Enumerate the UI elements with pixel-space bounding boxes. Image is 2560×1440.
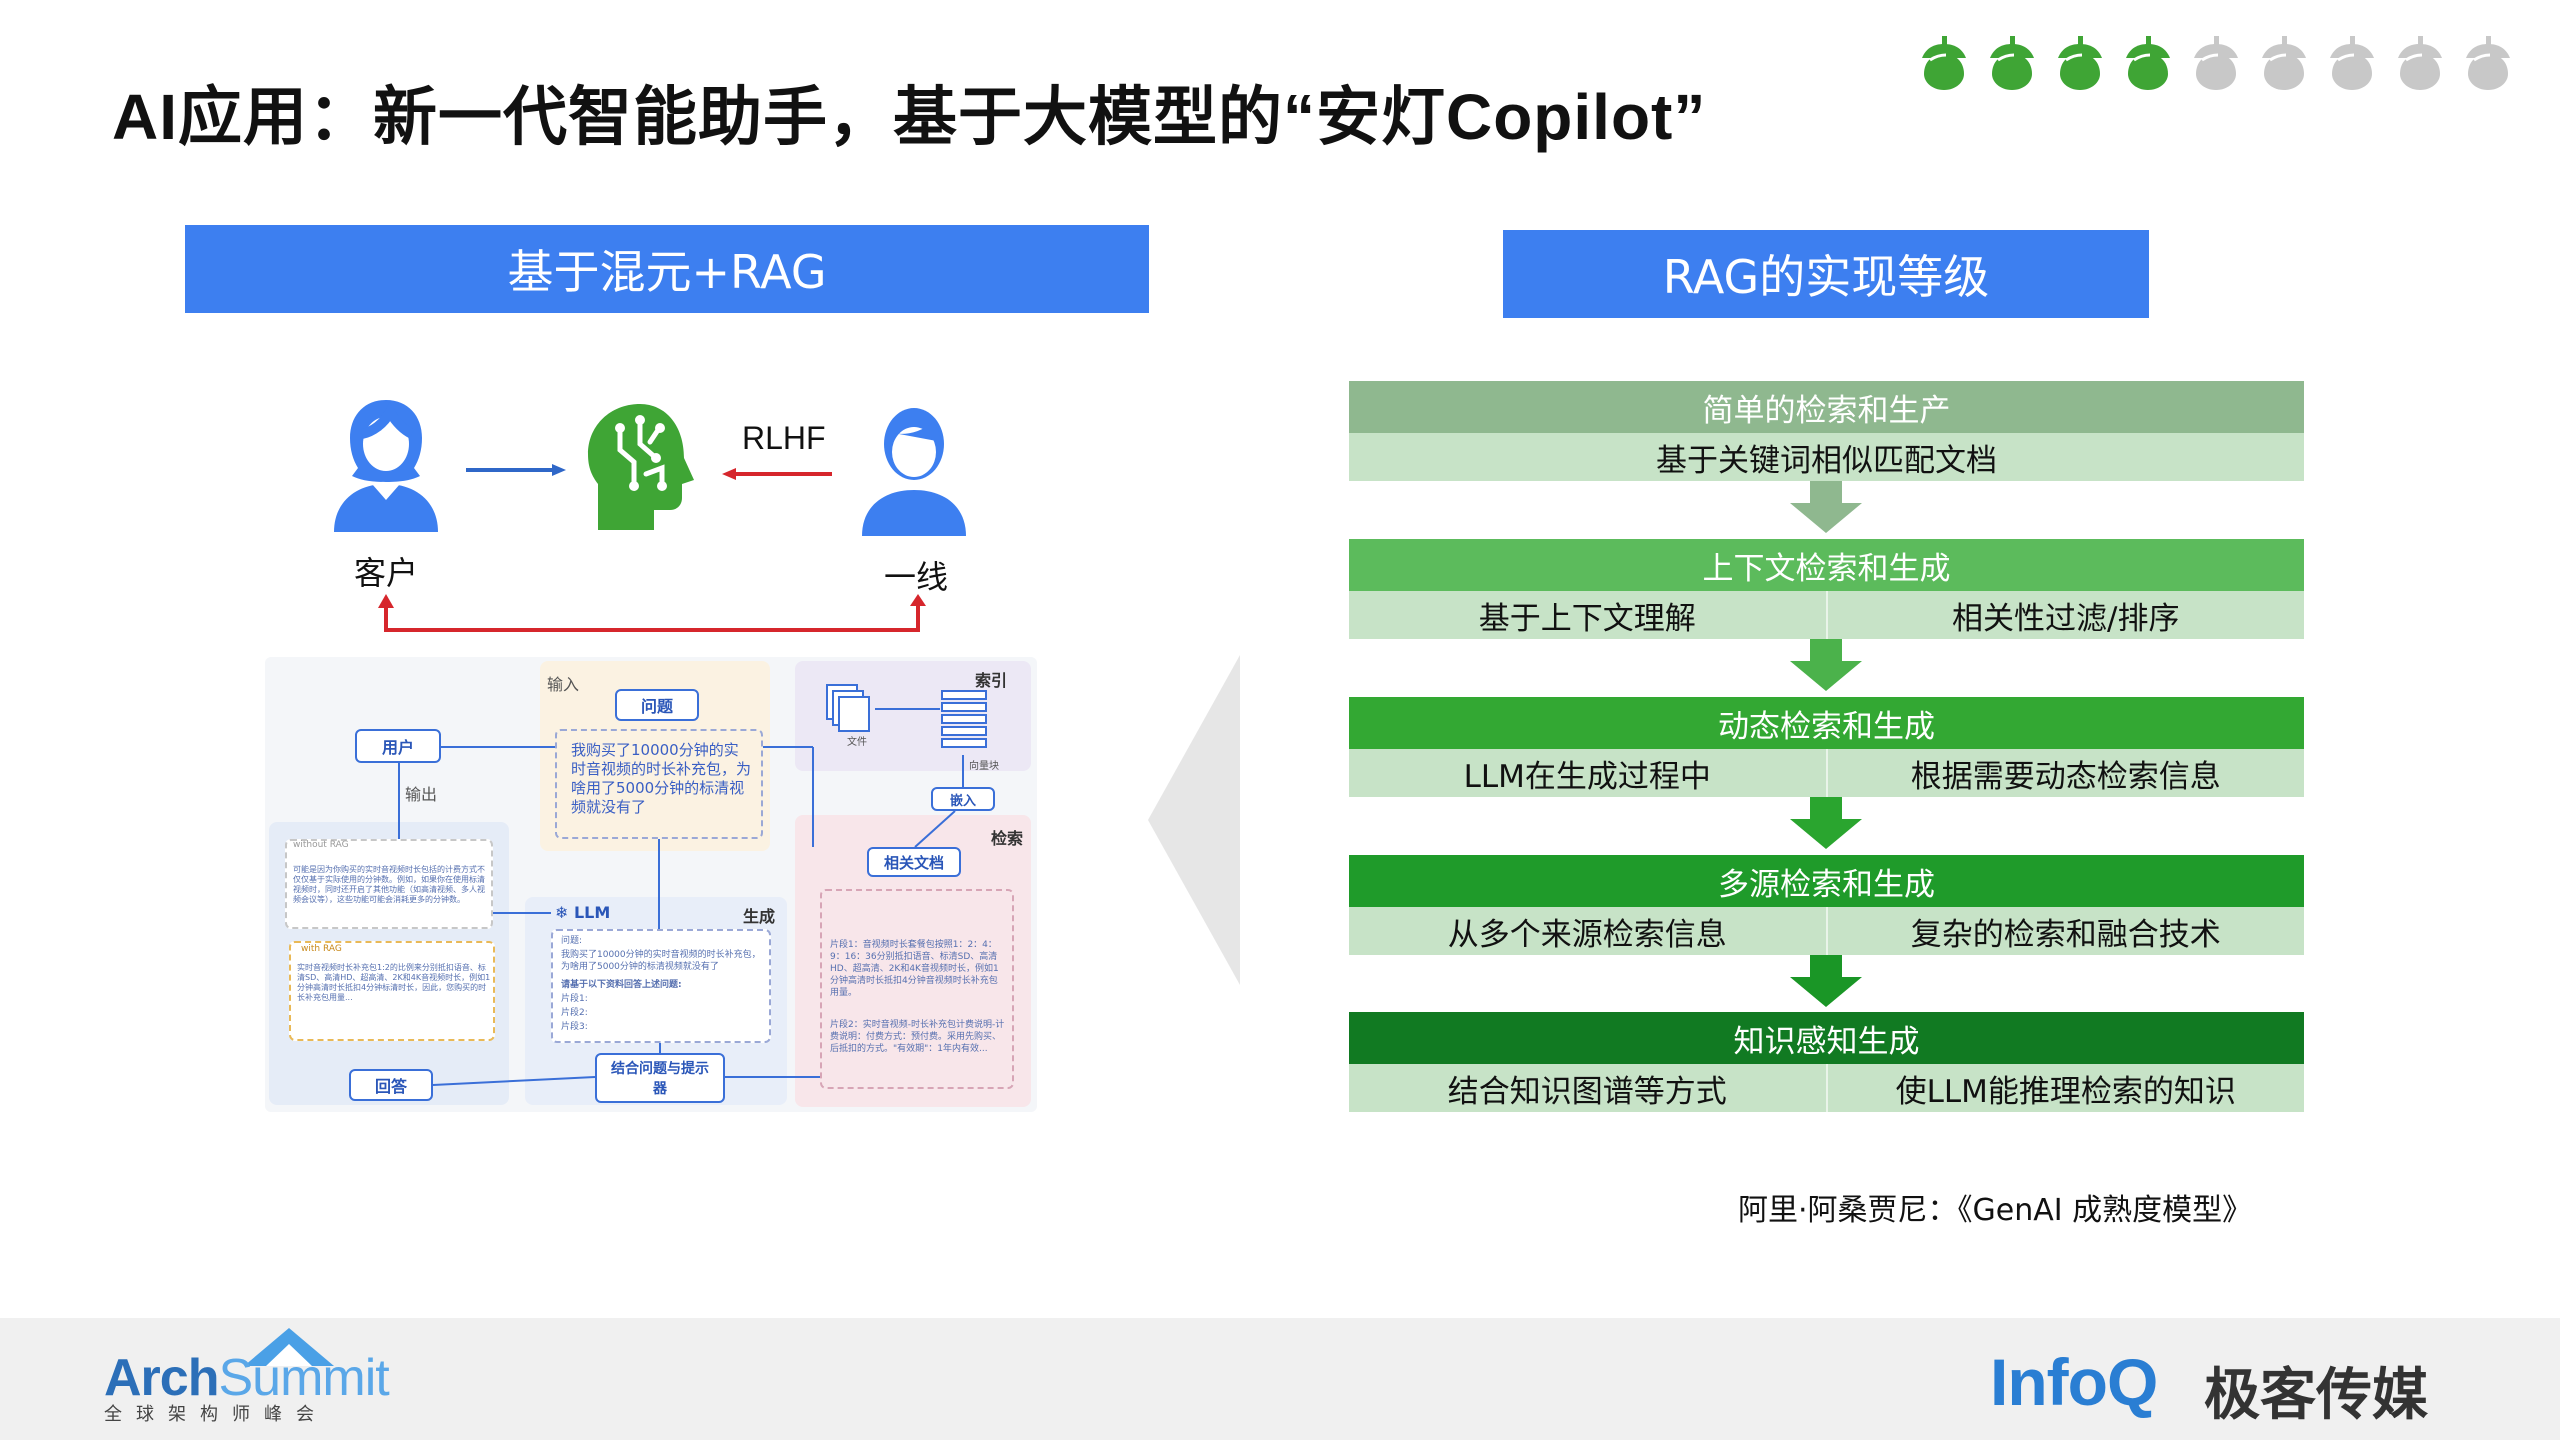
with-rag-text: 实时音视频时长补充包1:2的比例来分别抵扣语音、标清SD、高清HD、超高清、2K…	[297, 963, 491, 1002]
combine-prompt-node: 结合问题与提示器	[595, 1053, 725, 1103]
with-rag-tag: with RAG	[301, 944, 342, 954]
vector-label: 向量块	[969, 761, 999, 772]
generate-label: 生成	[743, 907, 776, 926]
llm-prompt-box	[551, 929, 771, 1043]
acorn-icon-filled	[1922, 36, 1966, 90]
rag-level: 知识感知生成结合知识图谱等方式 使LLM能推理检索的知识	[1349, 1012, 2304, 1112]
level-down-arrow	[1790, 797, 1862, 849]
with-rag-box	[289, 941, 495, 1041]
progress-indicator	[1918, 36, 2514, 92]
rag-level-cell: 使LLM能推理检索的知识	[1825, 1064, 2305, 1112]
related-docs-node: 相关文档	[867, 847, 961, 877]
frontline-to-ai-arrow	[722, 468, 832, 480]
without-rag-text: 可能是因为你购买的实时音视频时长包括的计费方式不仅仅基于实际使用的分钟数。例如，…	[293, 865, 485, 904]
acorn-icon-empty	[2398, 36, 2442, 90]
frontline-label: 一线	[884, 558, 949, 596]
level-down-arrow	[1790, 639, 1862, 691]
user-node: 用户	[355, 729, 441, 763]
customer-label: 客户	[354, 554, 419, 592]
archsummit-subtitle: 全球架构师峰会	[104, 1404, 328, 1424]
question-node: 问题	[615, 689, 699, 721]
llm-question-body: 我购买了10000分钟的实时音视频的时长补充包，为啥用了5000分钟的标清视频就…	[561, 950, 761, 972]
ai-brain-icon	[588, 404, 694, 530]
rag-level-title: 动态检索和生成	[1349, 697, 2304, 749]
infoq-logo: InfoQ	[1990, 1345, 2158, 1419]
index-label: 索引	[975, 671, 1008, 690]
without-rag-box	[285, 839, 493, 929]
file-label: 文件	[847, 737, 867, 748]
feedback-loop-arrow	[378, 594, 926, 632]
llm-label-text: LLM	[573, 903, 611, 922]
left-pointer-shape	[1148, 655, 1240, 985]
acorn-icon-filled	[2126, 36, 2170, 90]
snowflake-icon: ❄	[555, 903, 569, 922]
rag-level-detail: LLM在生成过程中 根据需要动态检索信息	[1349, 749, 2304, 797]
rag-level-cell: 根据需要动态检索信息	[1825, 749, 2305, 797]
rag-level-title: 上下文检索和生成	[1349, 539, 2304, 591]
acorn-icon-filled	[2058, 36, 2102, 90]
output-label: 输出	[405, 785, 438, 804]
archsummit-name-a: Arch	[104, 1349, 219, 1407]
llm-prompt: 请基于以下资料回答上述问题:	[561, 980, 682, 990]
rag-level-cell: 从多个来源检索信息	[1447, 916, 1727, 953]
rlhf-label: RLHF	[742, 420, 826, 456]
level-down-arrow	[1790, 481, 1862, 533]
without-rag-tag: without RAG	[293, 840, 349, 850]
acorn-icon-empty	[2262, 36, 2306, 90]
answer-node: 回答	[349, 1069, 433, 1101]
file-stack-icon	[826, 684, 870, 732]
rag-level-title: 知识感知生成	[1349, 1012, 2304, 1064]
archsummit-mountain-icon	[244, 1328, 334, 1366]
rag-level-cell: 基于上下文理解	[1478, 600, 1696, 637]
docs-text-1: 片段1：音视频时长套餐包按照1：2：4：9：16：36分别抵扣语音、标清SD、高…	[830, 940, 999, 998]
acorn-icon-empty	[2194, 36, 2238, 90]
rag-level-detail: 基于上下文理解 相关性过滤/排序	[1349, 591, 2304, 639]
rag-flow-diagram: 输入 索引 检索 生成 输出 问题 我购买了10000分钟的实时音视频的时长补充…	[265, 657, 1037, 1112]
rag-level-detail: 基于关键词相似匹配文档	[1349, 433, 2304, 481]
rag-level: 动态检索和生成 LLM在生成过程中 根据需要动态检索信息	[1349, 697, 2304, 797]
archsummit-logo: ArchSummit	[104, 1348, 390, 1408]
rag-level-cell: 结合知识图谱等方式	[1447, 1073, 1727, 1110]
input-label: 输入	[547, 675, 580, 694]
rag-level-cell: 相关性过滤/排序	[1825, 591, 2305, 639]
rag-level-cell: 复杂的检索和融合技术	[1825, 907, 2305, 955]
frontline-staff-icon	[862, 408, 966, 536]
diagram-connectors	[398, 708, 964, 1086]
llm-label: ❄ LLM	[555, 903, 610, 922]
customer-to-ai-arrow	[466, 464, 566, 476]
rag-level: 多源检索和生成从多个来源检索信息 复杂的检索和融合技术	[1349, 855, 2304, 955]
citation: 阿里·阿桑贾尼：《GenAI 成熟度模型》	[1738, 1193, 2253, 1228]
rag-level-title: 多源检索和生成	[1349, 855, 2304, 907]
acorn-icon-empty	[2330, 36, 2374, 90]
rag-level-detail: 从多个来源检索信息 复杂的检索和融合技术	[1349, 907, 2304, 955]
rag-level-cell: LLM在生成过程中	[1463, 758, 1711, 795]
archsummit-name-b: Summit	[218, 1349, 389, 1407]
acorn-icon-filled	[1990, 36, 2034, 90]
rag-level-cell: 基于关键词相似匹配文档	[1656, 442, 1997, 479]
question-box	[555, 729, 763, 839]
llm-fragment-2: 片段2:	[561, 1008, 588, 1018]
rag-level-title: 简单的检索和生产	[1349, 381, 2304, 433]
rag-level: 上下文检索和生成基于上下文理解 相关性过滤/排序	[1349, 539, 2304, 639]
question-text: 我购买了10000分钟的实时音视频的时长补充包，为啥用了5000分钟的标清视频就…	[571, 741, 752, 816]
docs-box	[820, 889, 1014, 1089]
llm-fragment-3: 片段3:	[561, 1022, 588, 1032]
retrieve-label: 检索	[991, 829, 1024, 848]
embed-node: 嵌入	[931, 787, 995, 811]
footer	[0, 1318, 2560, 1440]
page-title: AI应用：新一代智能助手，基于大模型的“安灯Copilot”	[112, 81, 1707, 153]
docs-text-2: 片段2：实时音视频-时长补充包计费说明-计费说明：付费方式：预付费。采用先购买、…	[830, 1020, 1005, 1054]
rag-level: 简单的检索和生产基于关键词相似匹配文档	[1349, 381, 2304, 481]
vector-block-icon	[941, 690, 987, 748]
rag-level-detail: 结合知识图谱等方式 使LLM能推理检索的知识	[1349, 1064, 2304, 1112]
left-panel-header: 基于混元+RAG	[185, 225, 1149, 313]
llm-fragment-1: 片段1:	[561, 994, 588, 1004]
acorn-icon-empty	[2466, 36, 2510, 90]
llm-question: 问题:	[561, 936, 583, 946]
customer-icon	[334, 400, 438, 532]
infoq-cn-name: 极客传媒	[2204, 1363, 2428, 1428]
level-down-arrow	[1790, 955, 1862, 1007]
right-panel-header: RAG的实现等级	[1503, 230, 2149, 318]
